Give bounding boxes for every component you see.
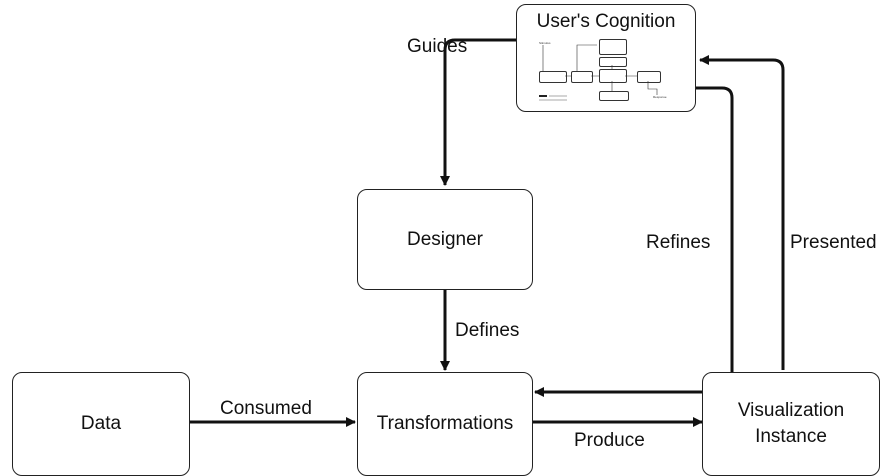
inset-box — [599, 39, 627, 55]
inset-box — [571, 71, 593, 83]
data-node: Data — [12, 372, 190, 476]
edge-presented — [699, 55, 785, 370]
users-cognition-node: User's Cognition Stimulus Response — [516, 4, 696, 112]
inset-lines — [539, 44, 658, 101]
presented-label: Presented — [790, 232, 877, 253]
users-cognition-title: User's Cognition — [536, 11, 676, 32]
inset-response-label: Response — [653, 95, 667, 99]
inset-box — [637, 71, 661, 83]
visualization-label-line2: Instance — [755, 426, 827, 447]
transformations-label: Transformations — [376, 413, 514, 435]
visualization-instance-node: Visualization Instance — [702, 372, 880, 476]
inset-stimulus-label: Stimulus — [539, 41, 551, 45]
transformations-node: Transformations — [357, 372, 533, 476]
inset-box — [539, 71, 567, 83]
designer-node: Designer — [357, 189, 533, 290]
consumed-label: Consumed — [220, 398, 312, 419]
visualization-label-line1: Visualization — [737, 400, 845, 422]
produce-label: Produce — [574, 430, 645, 451]
inset-box — [599, 91, 629, 101]
defines-label: Defines — [455, 320, 520, 341]
data-label: Data — [80, 413, 122, 435]
guides-label: Guides — [407, 36, 468, 57]
cognition-inset-diagram: Stimulus Response — [537, 37, 677, 105]
edge-guides — [440, 38, 518, 186]
refines-label: Refines — [646, 232, 711, 253]
inset-box — [599, 57, 627, 67]
designer-label: Designer — [406, 228, 484, 250]
